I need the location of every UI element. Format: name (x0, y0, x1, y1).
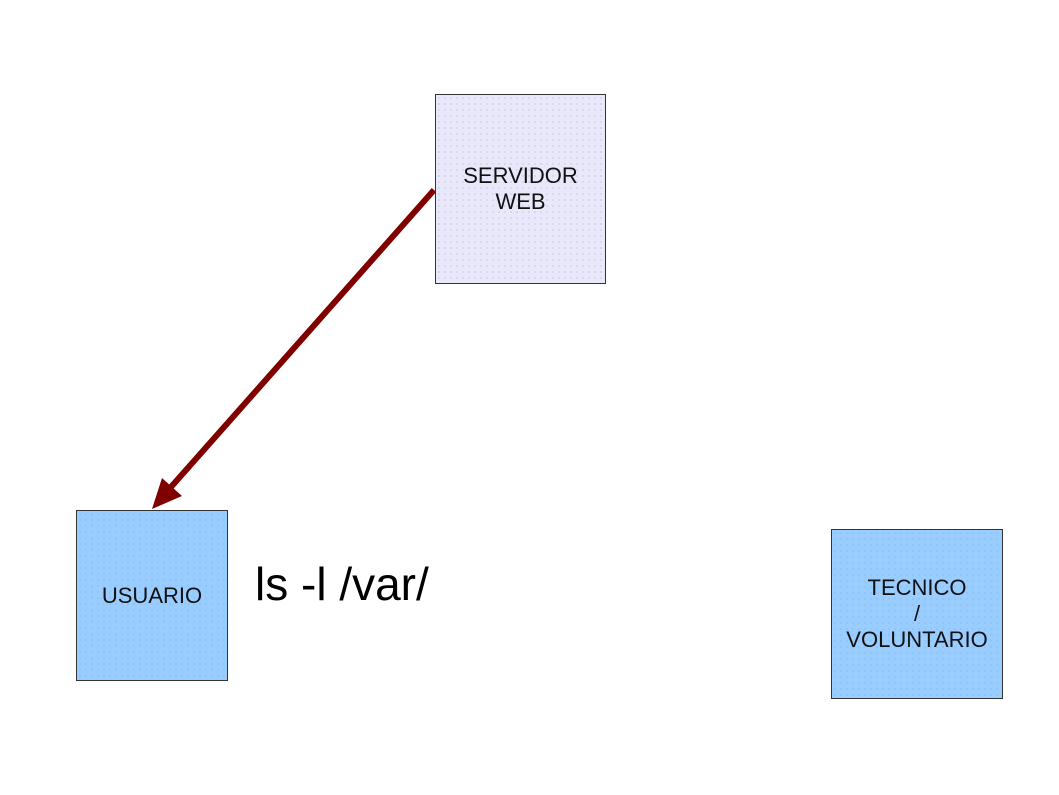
node-tecnico-voluntario: TECNICO / VOLUNTARIO (831, 529, 1003, 699)
node-usuario-label: USUARIO (101, 582, 203, 608)
node-tecnico-line3: VOLUNTARIO (846, 627, 988, 652)
node-tecnico-line1: TECNICO (867, 575, 967, 600)
command-text: ls -l /var/ (255, 558, 429, 610)
edge-arrowhead (152, 478, 182, 509)
node-servidor-web-line1: SERVIDOR (463, 163, 578, 188)
node-usuario: USUARIO (76, 510, 228, 681)
node-servidor-web-line2: WEB (495, 189, 546, 214)
edge-server-to-user (168, 188, 437, 489)
node-tecnico-line2: / (913, 601, 921, 626)
node-servidor-web: SERVIDOR WEB (435, 94, 606, 284)
